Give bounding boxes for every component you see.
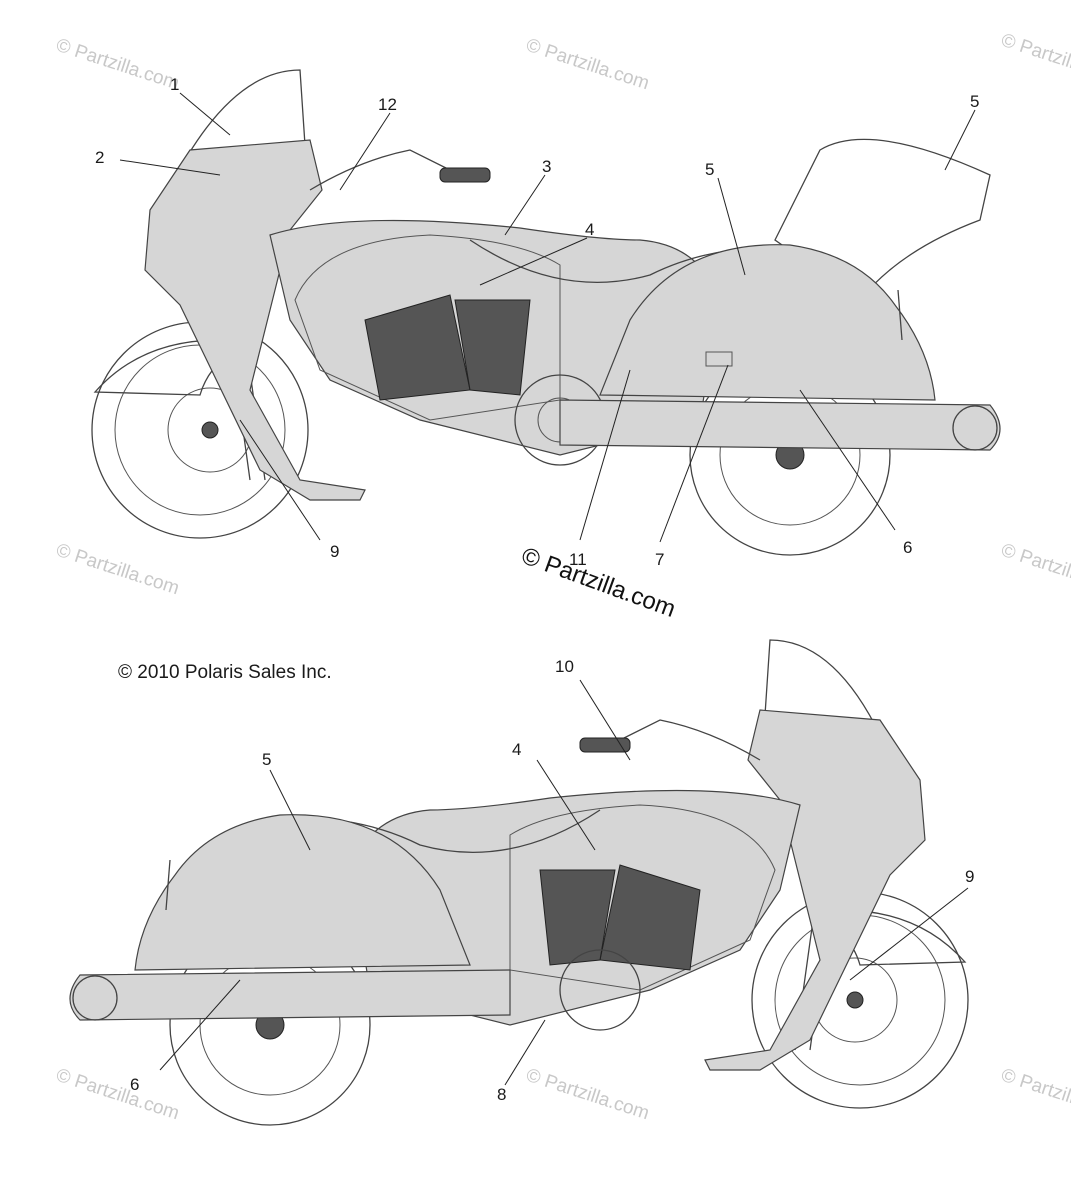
callout-4-bottom: 4 xyxy=(512,740,521,759)
callout-10: 10 xyxy=(555,657,574,676)
callouts: 1 2 12 3 4 5 5 7 6 9 11 10 4 5 9 6 8 xyxy=(95,75,979,1104)
watermark-mid-right: © Partzilla.com xyxy=(998,540,1071,600)
callout-5-top-side: 5 xyxy=(705,160,714,179)
callout-6-top: 6 xyxy=(903,538,912,557)
watermark-top-center: © Partzilla.com xyxy=(523,35,651,95)
callout-4-top: 4 xyxy=(585,220,594,239)
callout-9-top: 9 xyxy=(330,542,339,561)
motorcycle-bottom-view xyxy=(69,639,969,1126)
callout-11: 11 xyxy=(569,550,587,569)
callout-3: 3 xyxy=(542,157,551,176)
watermark-bottom-right: © Partzilla.com xyxy=(998,1065,1071,1125)
callout-12: 12 xyxy=(378,95,397,114)
copyright-text: © 2010 Polaris Sales Inc. xyxy=(118,662,332,683)
watermark-top-right: © Partzilla.com xyxy=(998,30,1071,90)
watermark-mid-left: © Partzilla.com xyxy=(53,540,181,600)
watermark-top-left: © Partzilla.com xyxy=(53,35,181,95)
callout-5-top-rear: 5 xyxy=(970,92,979,111)
callout-8: 8 xyxy=(497,1085,506,1104)
callout-2: 2 xyxy=(95,148,104,167)
callout-5-bottom: 5 xyxy=(262,750,271,769)
watermark-bottom-center: © Partzilla.com xyxy=(523,1065,651,1125)
callout-9-bottom: 9 xyxy=(965,867,974,886)
callout-1: 1 xyxy=(170,75,179,94)
motorcycle-top-view xyxy=(91,69,1001,556)
callout-6-bottom: 6 xyxy=(130,1075,139,1094)
leader-lines xyxy=(119,92,976,1086)
watermark-bottom-left: © Partzilla.com xyxy=(53,1065,181,1125)
callout-7: 7 xyxy=(655,550,664,569)
